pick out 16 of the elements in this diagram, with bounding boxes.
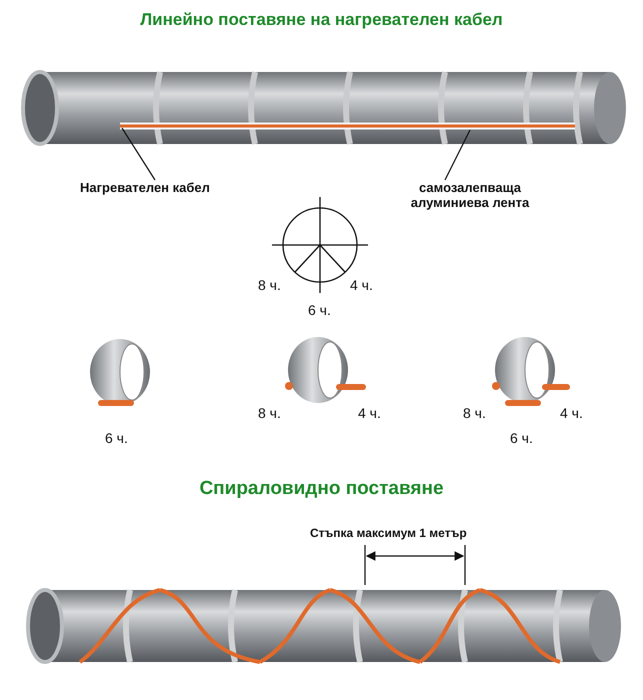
position-label: 4 ч. bbox=[560, 405, 583, 421]
title: Линейно поставяне на нагревателен кабел bbox=[139, 10, 504, 30]
section-heading: Спираловидно поставяне bbox=[198, 478, 445, 500]
leader-line bbox=[444, 130, 471, 180]
position-label: 6 ч. bbox=[308, 302, 331, 318]
position-label: 6 ч. bbox=[105, 430, 128, 446]
dimension-label: Стъпка максимум 1 метър bbox=[310, 526, 467, 540]
position-label: 8 ч. bbox=[258, 277, 281, 293]
callout-label: самозалепваща алуминиева лента bbox=[390, 180, 550, 210]
position-label: 4 ч. bbox=[350, 277, 373, 293]
position-label: 8 ч. bbox=[463, 405, 486, 421]
callout-label: Нагревателен кабел bbox=[80, 180, 210, 195]
leader-line bbox=[122, 128, 156, 180]
position-label: 6 ч. bbox=[510, 430, 533, 446]
position-label: 8 ч. bbox=[258, 405, 281, 421]
position-label: 4 ч. bbox=[358, 405, 381, 421]
